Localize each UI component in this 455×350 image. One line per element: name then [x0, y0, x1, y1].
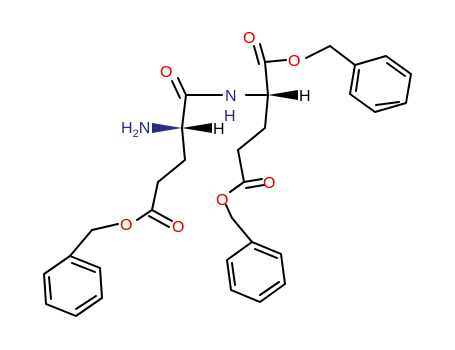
- atom-n-amide: N: [225, 88, 237, 105]
- atom-o-top-ester: O: [288, 53, 300, 70]
- wedge-nh2-left: [152, 123, 182, 133]
- atom-o-top-carbonyl: O: [243, 30, 255, 47]
- bond-amide-c-alpha: [181, 94, 187, 129]
- benzene-bottom-right-inner-1: [254, 248, 278, 259]
- bond-top-o-ch2: [305, 45, 331, 59]
- bond-right-c-o: [229, 181, 245, 193]
- benzene-top-right-inner-3: [355, 69, 360, 92]
- benzene-bottom-right-inner-2: [259, 281, 280, 296]
- bond-cbeta-cgamma-right: [237, 127, 266, 151]
- bond-right-o-ch2: [225, 204, 233, 219]
- bond-top-carbonyl-a: [259, 43, 266, 63]
- benzene-bottom-left-inner-2: [75, 295, 97, 310]
- benzene-ring-bottom-left: [43, 255, 103, 317]
- atom-o-left-ester: O: [120, 217, 132, 234]
- bond-cgamma-ester-right: [237, 149, 245, 183]
- bond-calpha-ester-top: [264, 61, 269, 96]
- bond-left-carbonyl-a: [151, 209, 173, 222]
- bond-left-c-o: [136, 209, 153, 221]
- atom-amine: H2N: [121, 120, 150, 140]
- bond-top-ch2-ring: [329, 45, 356, 66]
- benzene-ring-bottom-right: [226, 241, 286, 303]
- benzene-bottom-left-inner-3: [48, 276, 52, 300]
- benzene-bottom-right-inner-3: [231, 262, 236, 286]
- atom-o-amide: O: [160, 64, 172, 81]
- bond-left-carbonyl-b: [148, 215, 170, 228]
- atom-o-right-ester: O: [216, 192, 228, 209]
- bond-calpha-cbeta-left: [181, 127, 186, 161]
- bond-calpha-cbeta-right: [264, 94, 269, 129]
- atom-h-top-stereo: H: [299, 88, 311, 105]
- bond-cgamma-ester-left: [151, 181, 159, 211]
- wedge-h-right: [268, 90, 298, 100]
- benzene-ring-top-right: [349, 55, 412, 113]
- bond-top-carbonyl-b: [253, 45, 260, 65]
- bond-cbeta-cgamma-left: [157, 159, 186, 183]
- bond-left-ch2-ring: [69, 229, 93, 257]
- bond-amide-carbonyl-a: [177, 77, 187, 96]
- wedge-h-left: [182, 123, 212, 133]
- benzene-bottom-left-inner-1: [71, 262, 96, 273]
- atom-o-left-carbonyl: O: [172, 219, 184, 236]
- atom-h-amide: H: [224, 108, 236, 125]
- atom-o-right-carbonyl: O: [263, 175, 275, 192]
- benzene-top-right-inner-2: [375, 101, 400, 106]
- bond-amide-carbonyl-b: [171, 80, 181, 99]
- atom-h-left-stereo: H: [213, 121, 225, 138]
- bond-right-carbonyl-b: [245, 184, 265, 189]
- benzene-top-right-inner-1: [386, 62, 406, 77]
- bond-top-c-o: [264, 59, 287, 63]
- bond-left-o-ch2: [91, 223, 119, 231]
- bond-right-ch2-ring: [231, 217, 253, 243]
- bond-right-carbonyl-a: [243, 178, 263, 183]
